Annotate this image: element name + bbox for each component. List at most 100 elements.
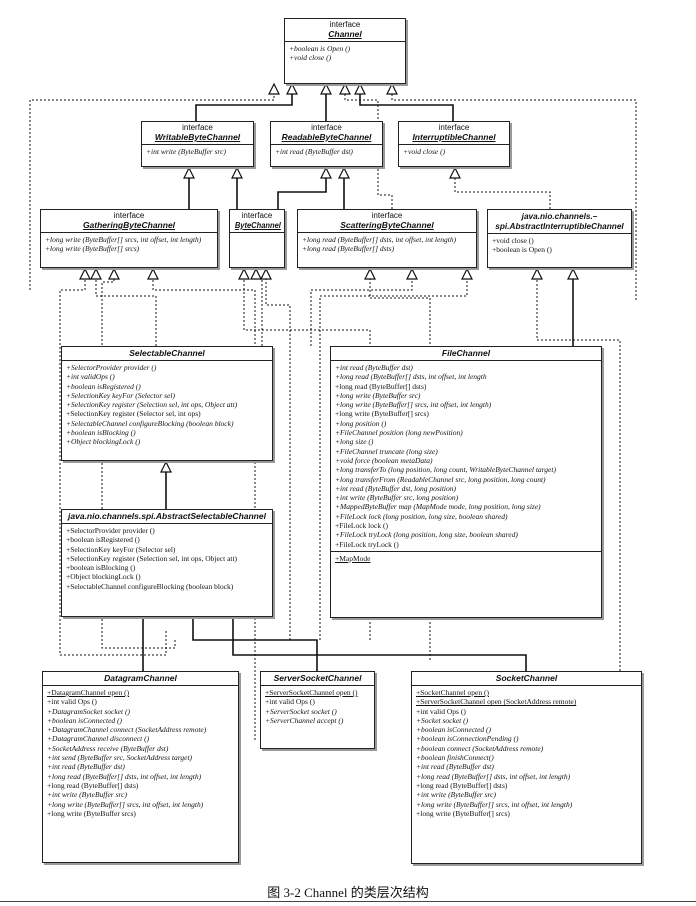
method-signature: +boolean isRegistered (): [66, 381, 141, 391]
generalization-arrowhead: [268, 82, 280, 95]
class-socket: SocketChannel+SocketChannel open ()+Serv…: [411, 671, 642, 864]
method-signature: +boolean is Open (): [492, 245, 552, 255]
method-signature: +long read (ByteBuffer[] dsts): [47, 780, 139, 790]
method-signature: +int write (ByteBuffer src): [416, 790, 496, 800]
class-name: DatagramChannel: [104, 673, 177, 683]
extends-line: [232, 600, 527, 671]
method-list: +int write (ByteBuffer src): [142, 145, 253, 158]
method-signature: +long write (ByteBuffer[] srcs): [45, 244, 140, 254]
method-signature: +Socket socket (): [416, 715, 469, 725]
class-name: java.nio.channels.– spi.AbstractInterrup…: [495, 211, 624, 231]
generalization-arrowhead: [238, 267, 250, 280]
method-signature: +long read (ByteBuffer[] dsts, int offse…: [335, 372, 487, 382]
method-list: +ServerSocketChannel open ()+int valid O…: [261, 686, 374, 727]
method-signature: +long read (ByteBuffer[] dsts): [335, 381, 427, 391]
figure-caption: 图 3-2 Channel 的类层次结构: [267, 885, 429, 900]
generalization-arrowhead: [231, 166, 243, 179]
method-list: +SelectorProvider provider () +boolean is…: [62, 524, 272, 593]
extends-line: [359, 84, 454, 121]
generalization-arrowhead: [354, 82, 366, 95]
caption-rule: [0, 901, 696, 902]
method-signature: +FileChannel truncate (long size): [335, 446, 438, 456]
generalization-arrowhead: [147, 267, 159, 280]
generalization-arrowhead: [461, 267, 473, 280]
method-list: +DatagramChannel open ()+int valid Ops (…: [43, 686, 238, 820]
method-signature: +long read (ByteBuffer[] dsts, int offse…: [302, 235, 457, 244]
method-signature: +SocketChannel open (): [416, 688, 489, 697]
class-name: ScatteringByteChannel: [340, 220, 434, 230]
class-header: SocketChannel: [412, 672, 641, 686]
method-signature: +SelectionKey keyFor (Selector sel): [66, 390, 175, 400]
generalization-arrowhead: [183, 166, 195, 179]
class-name: ReadableByteChannel: [281, 132, 372, 142]
method-signature: +FileLock tryLock (): [335, 539, 399, 549]
method-signature: +DatagramChannel disconnect (): [47, 734, 150, 744]
implements-line: [95, 269, 157, 346]
method-signature: +SelectionKey register (Selection sel, i…: [66, 400, 238, 410]
stereotype-label: interface: [311, 123, 342, 132]
method-signature: +void close (): [403, 147, 446, 156]
method-signature: +SocketAddress receive (ByteBuffer dst): [47, 743, 169, 753]
method-signature: +boolean isBlocking (): [66, 428, 136, 438]
generalization-arrowhead: [320, 82, 332, 95]
implements-line: [536, 269, 621, 671]
method-signature: +Object blockingLock (): [66, 572, 141, 582]
method-signature: +ServerSocket socket (): [265, 706, 337, 716]
generalization-arrowhead: [406, 267, 418, 280]
method-signature: +int read (ByteBuffer dst): [47, 762, 125, 772]
implements-line: [255, 269, 263, 346]
method-signature: +boolean isConnected (): [47, 715, 123, 725]
class-header: FileChannel: [331, 347, 601, 361]
generalization-arrowhead: [160, 460, 172, 473]
method-signature: +long write (ByteBuffer[] srcs, int offs…: [416, 799, 573, 809]
method-signature: +DatagramChannel open (): [47, 688, 130, 697]
class-datagram: DatagramChannel+DatagramChannel open ()+…: [42, 671, 239, 863]
generalization-arrowhead: [339, 82, 351, 95]
method-signature: +SelectorProvider provider (): [66, 526, 155, 535]
stereotype-label: interface: [241, 211, 273, 220]
method-signature: +long read (ByteBuffer[] dsts, int offse…: [416, 771, 571, 781]
implements-line: [454, 168, 551, 209]
class-name: ServerSocketChannel: [273, 673, 362, 683]
method-signature: +long write (ByteBuffer src): [335, 390, 421, 400]
class-header: DatagramChannel: [43, 672, 238, 686]
method-signature: +long read (ByteBuffer[] dsts): [416, 780, 508, 790]
method-list: [230, 233, 284, 237]
method-signature: +long size (): [335, 437, 374, 447]
method-list: +int read (ByteBuffer dst): [271, 145, 382, 158]
method-signature: +int valid Ops (): [47, 697, 97, 707]
method-list: +void close (): [399, 145, 509, 158]
class-header: java.nio.channels.spi.AbstractSelectable…: [62, 510, 272, 524]
method-list: +void close ()+boolean is Open (): [488, 234, 631, 257]
generalization-arrowhead: [386, 82, 398, 95]
method-signature: +int validOps (): [66, 372, 115, 382]
stereotype-label: interface: [438, 123, 470, 132]
method-signature: +boolean isBlocking (): [66, 563, 136, 573]
class-name: SocketChannel: [495, 673, 558, 683]
class-name: SelectableChannel: [129, 348, 205, 358]
method-signature: +int read (ByteBuffer dst): [416, 762, 494, 772]
class-name: java.nio.channels.spi.AbstractSelectable…: [68, 511, 266, 521]
implements-line: [101, 269, 176, 649]
method-signature: +void close (): [492, 236, 534, 245]
method-signature: +int read (ByteBuffer dst, long position…: [335, 483, 457, 493]
generalization-arrowhead: [108, 267, 120, 280]
method-signature: +MapMode: [335, 553, 371, 563]
class-name: InterruptibleChannel: [412, 132, 496, 142]
method-signature: +int valid Ops (): [265, 697, 315, 707]
method-signature: +long read (ByteBuffer[] dsts, int offse…: [47, 771, 202, 781]
method-list: +boolean is Open ()+void close (): [285, 42, 405, 65]
method-signature: +int write (ByteBuffer src, long positio…: [335, 493, 459, 503]
generalization-arrowhead: [260, 267, 272, 280]
method-signature: +int send (ByteBuffer src, SocketAddress…: [47, 753, 193, 763]
method-signature: +int read (ByteBuffer dst): [275, 147, 353, 156]
generalization-arrowhead: [338, 166, 350, 179]
implements-line: [59, 269, 167, 656]
